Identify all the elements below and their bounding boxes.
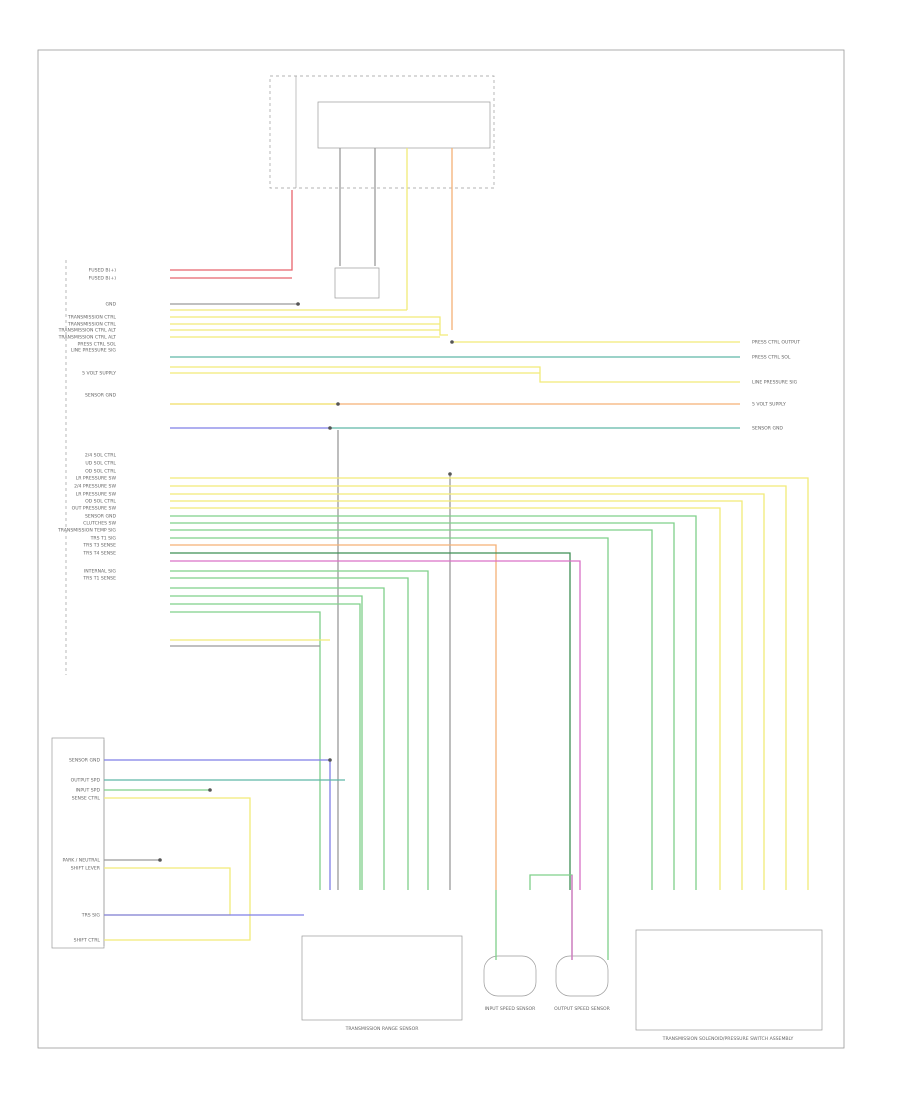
pcm-pin-label: UD SOL CTRL (85, 461, 116, 467)
shifter-pin-label: INPUT SPD (76, 788, 101, 794)
pcm-pin-label: INTERNAL SIG (84, 569, 117, 575)
pcm-pin-label: PRESS CTRL SOL (78, 342, 117, 348)
pcm-lower-wire-8 (170, 537, 609, 890)
pcm-lower-wire-3 (170, 500, 743, 890)
pcm-lower-wire-2 (170, 493, 765, 890)
diagram-frame (37, 49, 845, 1049)
pcm-lower-wire-9 (170, 544, 497, 890)
pcm-pin-label: FUSED B(+) (89, 268, 117, 274)
splice-dot (296, 302, 300, 306)
pcm-pin-label: GND (105, 302, 116, 308)
tipm-module (269, 75, 495, 189)
pcm-pin-label: LR PRESSURE SW (76, 476, 117, 482)
pcm-pin-label: TRANSMISSION CTRL ALT (58, 335, 117, 341)
pcm-pin-label: TRANSMISSION CTRL (67, 322, 117, 328)
pcm-pin-label: 2/4 PRESSURE SW (74, 484, 116, 490)
splice-box (334, 267, 380, 299)
pcm-lower-wire-5 (170, 515, 697, 890)
pcm-pin-label: OD SOL CTRL (85, 499, 116, 505)
bottom-connector-label: INPUT SPEED SENSOR (485, 1006, 536, 1012)
pcm-lower-wire-6 (170, 522, 675, 890)
pcm-lower-wire-7 (170, 529, 653, 890)
pcm-lower-wire-16 (170, 603, 361, 890)
pcm-lower-wire-17 (170, 611, 321, 890)
pcm-pin-label: TRANSMISSION CTRL (67, 315, 117, 321)
pcm-pin-label: TRS T3 SENSE (82, 543, 116, 549)
shifter-pin-label: SENSE CTRL (72, 796, 101, 802)
splice-dot (158, 858, 162, 862)
shifter-pin-label: PARK / NEUTRAL (62, 858, 100, 864)
splice-dot (328, 758, 332, 762)
pcm-pin-label: TRANSMISSION CTRL ALT (58, 328, 117, 334)
left-lower-wire-6 (104, 867, 231, 916)
shifter-pin-label: SENSOR GND (69, 758, 100, 764)
bottom-connector-label: OUTPUT SPEED SENSOR (554, 1006, 610, 1012)
splice-dot (448, 472, 452, 476)
right-pin-label: LINE PRESSURE SIG (752, 380, 798, 386)
bottom-connectors (301, 929, 823, 1031)
splice-dot (450, 340, 454, 344)
pcm-pin-label: 5 VOLT SUPPLY (82, 371, 116, 377)
pcm-pin-label: TRS T1 SIG (90, 536, 117, 542)
shifter-assembly (51, 737, 105, 949)
right-pin-label: SENSOR GND (752, 426, 783, 432)
right-pin-label: PRESS CTRL OUTPUT (752, 340, 800, 346)
shifter-pin-label: SHIFT CTRL (74, 938, 101, 944)
pcm-lower-wire-10 (170, 552, 571, 890)
pcm-lower-wire-1 (170, 485, 787, 890)
splice-dot (328, 426, 332, 430)
pcm-pin-label: OUT PRESSURE SW (72, 506, 117, 512)
fused-b-plus-wire-1 (170, 190, 293, 271)
bottom-connector-label: TRANSMISSION RANGE SENSOR (345, 1026, 420, 1032)
pcm-pin-label: TRANSMISSION TEMP SIG (57, 528, 116, 534)
splice-dot (208, 788, 212, 792)
splice-dot (336, 402, 340, 406)
pcm-pin-label: LR PRESSURE SW (76, 492, 117, 498)
shifter-pin-label: SHIFT LEVER (71, 866, 101, 872)
shifter-pin-label: OUTPUT SPD (71, 778, 101, 784)
pcm-lower-wire-0 (170, 477, 809, 890)
pcm-lower-wire-15 (170, 595, 363, 890)
pcm-pin-label: TRS T4 SENSE (82, 551, 116, 557)
pcm-pin-label: FUSED B(+) (89, 276, 117, 282)
pcm-lower-wire-12 (170, 570, 429, 890)
pcm-pin-label: CLUTCHES SW (83, 521, 116, 527)
pcm-pin-label: LINE PRESSURE SIG (71, 348, 117, 354)
left-lower-wire-4 (104, 797, 251, 941)
pcm-lower-wire-14 (170, 587, 385, 890)
output-speed-wire-a (529, 874, 573, 960)
line-pressure-wire (170, 366, 740, 383)
right-pin-label: 5 VOLT SUPPLY (752, 402, 786, 408)
pcm-pin-label: TRS T1 SENSE (82, 576, 116, 582)
shifter-pin-label: TRS SIG (81, 913, 101, 919)
bottom-connector-label: TRANSMISSION SOLENOID/PRESSURE SWITCH AS… (662, 1036, 794, 1042)
pcm-lower-wire-11 (170, 560, 581, 890)
pcm-pin-label: SENSOR GND (85, 514, 116, 520)
right-pin-label: PRESS CTRL SOL (752, 355, 791, 361)
pcm-pin-label: OD SOL CTRL (85, 469, 116, 475)
pcm-lower-wire-4 (170, 507, 721, 890)
pcm-pin-label: SENSOR GND (85, 393, 116, 399)
pcm-pin-label: 2/4 SOL CTRL (85, 453, 117, 459)
pcm-lower-wire-13 (170, 577, 409, 890)
trans-ctrl-wire-b (170, 316, 448, 336)
